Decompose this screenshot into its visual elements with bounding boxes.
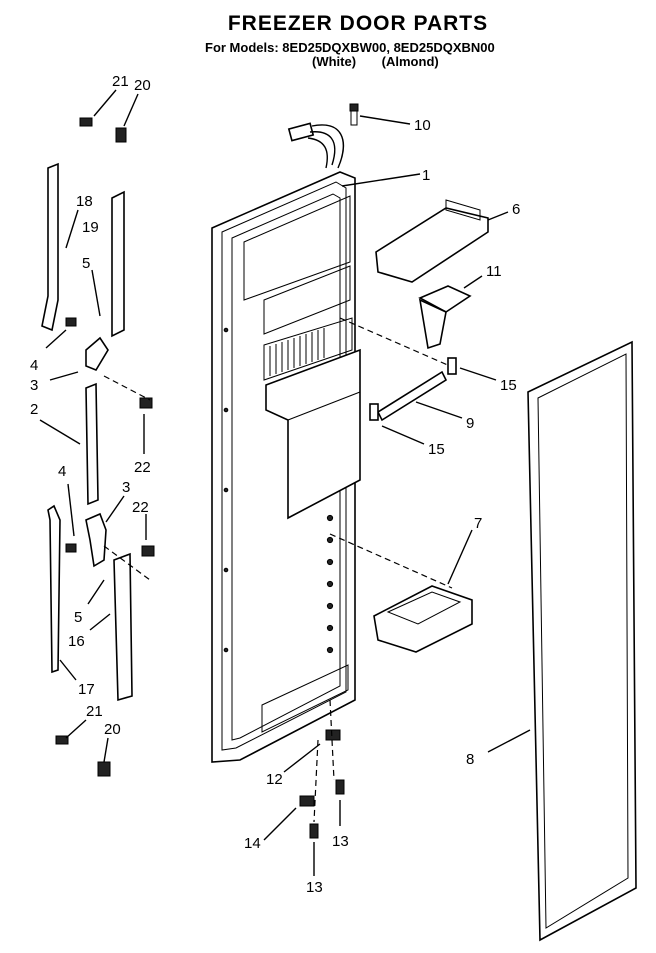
left-hinge-parts (41, 117, 345, 839)
color-almond: (Almond) (381, 54, 439, 69)
callout-5b: 5 (74, 609, 82, 626)
callout-5a: 5 (82, 255, 90, 272)
callout-17: 17 (78, 681, 95, 698)
colors-line: (White) (Almond) (312, 54, 439, 69)
callout-1: 1 (422, 167, 430, 184)
callout-6: 6 (512, 201, 520, 218)
door-bin-6 (375, 199, 489, 283)
callout-21b: 21 (86, 703, 103, 720)
callout-3a: 3 (30, 377, 38, 394)
callout-22b: 22 (132, 499, 149, 516)
callout-2: 2 (30, 401, 38, 418)
ice-bucket-7 (373, 585, 473, 653)
funnel-11 (418, 285, 472, 350)
callout-22a: 22 (134, 459, 151, 476)
callout-14: 14 (244, 835, 261, 852)
door-panel (211, 171, 361, 763)
callout-12: 12 (266, 771, 283, 788)
callout-19: 19 (82, 219, 99, 236)
callout-11: 11 (486, 263, 502, 280)
callout-13b: 13 (306, 879, 323, 896)
callout-8: 8 (466, 751, 474, 768)
color-white: (White) (312, 54, 357, 69)
callout-20a: 20 (134, 77, 151, 94)
callouts: 1 10 6 11 15 9 15 7 8 12 14 13 13 21 20 … (30, 73, 520, 896)
screw-10 (349, 103, 359, 126)
callout-16: 16 (68, 633, 85, 650)
model-almond: 8ED25DQXBN00 (393, 40, 495, 55)
callout-4b: 4 (58, 463, 66, 480)
callout-20b: 20 (104, 721, 121, 738)
callout-9: 9 (466, 415, 474, 432)
callout-15a: 15 (500, 377, 517, 394)
door-gasket-8 (527, 340, 637, 942)
leader-lines (39, 89, 531, 876)
callout-15b: 15 (428, 441, 445, 458)
rail-9 (369, 357, 457, 422)
wire-harness (287, 122, 345, 169)
callout-3b: 3 (122, 479, 130, 496)
callout-7: 7 (474, 515, 482, 532)
callout-4a: 4 (30, 357, 38, 374)
callout-18: 18 (76, 193, 93, 210)
page-title: FREEZER DOOR PARTS (227, 12, 489, 35)
callout-10: 10 (414, 117, 431, 134)
callout-21a: 21 (112, 73, 129, 90)
model-white: 8ED25DQXBW00, (282, 40, 390, 55)
models-line: For Models: 8ED25DQXBW00, 8ED25DQXBN00 (205, 40, 495, 55)
models-prefix: For Models: (205, 40, 279, 55)
callout-13a: 13 (332, 833, 349, 850)
